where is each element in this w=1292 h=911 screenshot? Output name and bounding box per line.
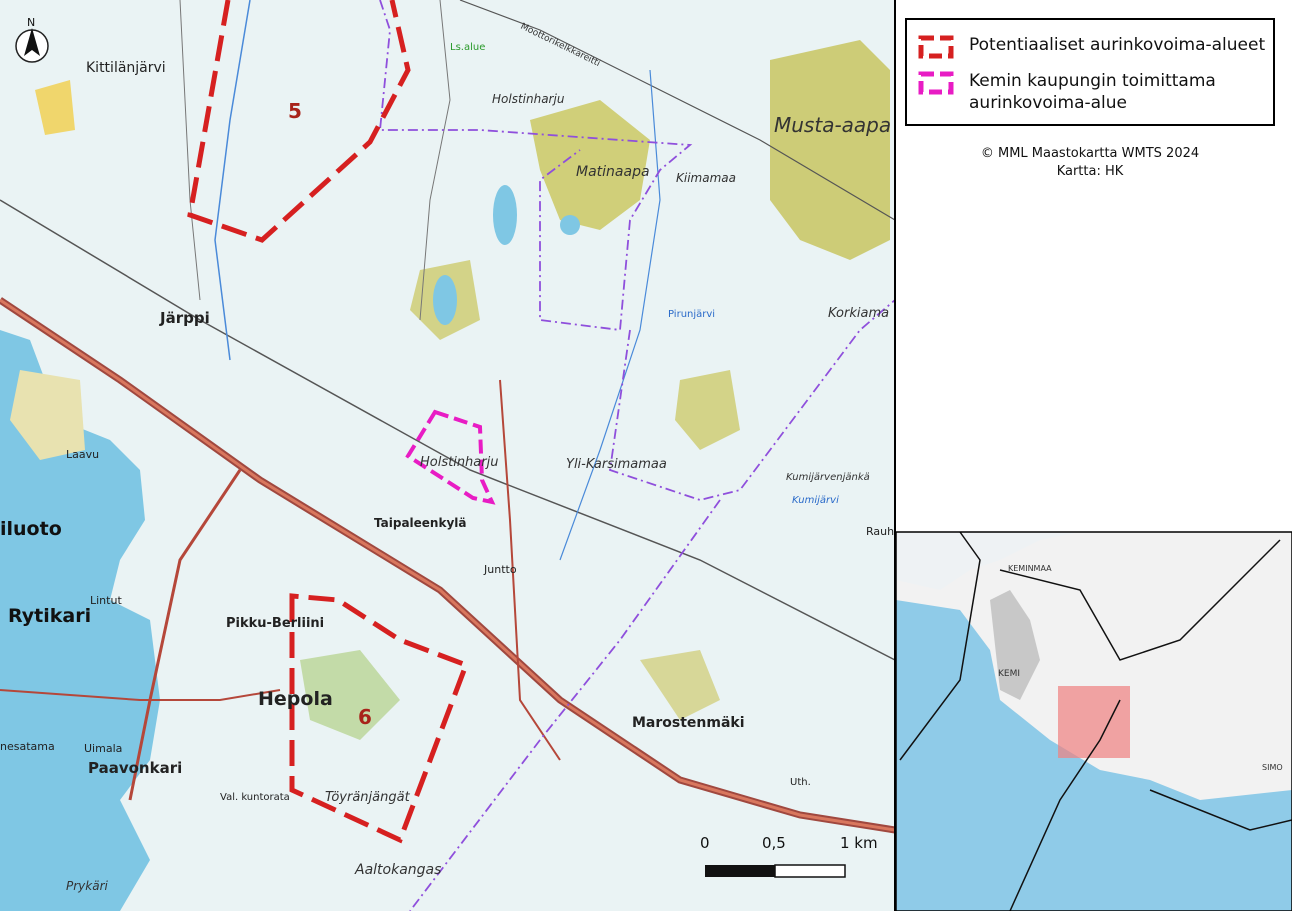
place-label: Matinaapa [576, 164, 650, 180]
credit-line: Kartta: HK [1056, 164, 1124, 179]
place-label: Rauh [866, 525, 894, 538]
field-patch [10, 370, 85, 460]
inset-boundary [1149, 789, 1292, 831]
stream [559, 69, 661, 561]
north-arrow-icon: N [15, 16, 49, 63]
inset-extent-highlight [1058, 686, 1130, 758]
boundary-line [609, 299, 896, 501]
inset-urban [990, 590, 1040, 700]
place-label: Töyränjängät [325, 790, 411, 805]
lake [560, 215, 580, 235]
track [179, 0, 201, 301]
place-label: Taipaleenkylä [374, 516, 466, 530]
scale-tick-label: 0,5 [762, 834, 786, 852]
place-label: Ls.alue [450, 42, 485, 53]
kemi-solar-area-outline [405, 409, 496, 505]
scale-tick-label: 0 [700, 834, 710, 852]
stream [214, 0, 251, 361]
inset-boundary [1009, 699, 1121, 911]
place-label: Kumijärvi [792, 495, 839, 506]
legend-label-line: aurinkovoima-alue [969, 93, 1127, 113]
map-credits: © MML Maastokartta WMTS 2024 Kartta: HK [905, 145, 1275, 181]
area-6-label: 6 [358, 705, 372, 729]
place-label: Järppi [159, 309, 210, 327]
lake [433, 275, 457, 325]
inset-label: KEMINMAA [1008, 564, 1052, 573]
forest-patch [300, 650, 400, 740]
marsh-patch [675, 370, 740, 450]
marsh-patch [770, 40, 890, 260]
marsh-patch [640, 650, 720, 720]
place-label: Kiimamaa [676, 171, 736, 185]
lake [493, 185, 517, 245]
inset-land-north [896, 532, 1080, 590]
inset-boundary [899, 531, 981, 761]
scale-bar-white-segment [774, 864, 846, 878]
road [128, 469, 242, 801]
motorway-center [0, 298, 896, 832]
place-label: Paavonkari [88, 759, 182, 777]
place-label: Lintut [90, 594, 122, 607]
place-label: Uth. [790, 777, 811, 788]
road [0, 689, 281, 701]
inset-sea [896, 600, 1292, 911]
solar-area-6-outline [289, 593, 470, 844]
railway [0, 199, 896, 661]
place-label: Korkiama [828, 306, 889, 321]
place-label: Holstinharju [492, 92, 565, 106]
place-label: Laavu [66, 448, 99, 461]
inset-frame [895, 531, 1292, 911]
place-label: Pikku-Berliini [226, 616, 324, 631]
marsh-patch [530, 100, 650, 230]
place-label: Yli-Karsimamaa [566, 457, 667, 472]
place-label: Kumijärvenjänkä [786, 472, 870, 483]
place-label: nesatama [0, 740, 55, 753]
holstinharju-area-label: Holstinharju [420, 455, 498, 470]
place-label: Juntto [483, 563, 517, 576]
legend-label-line: Kemin kaupungin toimittama [969, 71, 1216, 91]
boundary-line [409, 499, 721, 911]
area-5-label: 5 [288, 99, 302, 123]
credit-line: © MML Maastokartta WMTS 2024 [980, 146, 1200, 161]
place-label: Pirunjärvi [668, 309, 715, 320]
boundary-line [379, 0, 693, 332]
red-dashed-outline-icon [918, 35, 954, 59]
sea-area [0, 330, 160, 911]
legend-label: Kemin kaupungin toimittama aurinkovoima-… [969, 70, 1216, 114]
place-label: Rytikari [8, 605, 91, 627]
magenta-dashed-outline-icon [918, 71, 954, 95]
legend-item-kemi-area: Kemin kaupungin toimittama aurinkovoima-… [917, 70, 1216, 114]
place-label: Hepola [258, 688, 333, 710]
place-label: Uimala [84, 742, 122, 755]
scale-bar: 0 0,5 1 km [700, 834, 878, 878]
place-label: iluoto [0, 518, 62, 540]
inset-label: KEMI [998, 669, 1020, 679]
north-arrow-label: N [27, 16, 35, 29]
solar-area-5-outline [187, 0, 411, 243]
field-patch [35, 80, 75, 135]
road [499, 379, 561, 761]
overview-inset-map: KEMINMAA KEMI SIMO [895, 531, 1292, 911]
place-label: Aaltokangas [354, 862, 441, 878]
inset-label: SIMO [1262, 763, 1283, 772]
legend-item-potential-areas: Potentiaaliset aurinkovoima-alueet [917, 34, 1265, 60]
place-label: Marostenmäki [632, 715, 745, 731]
scale-bar-black-segment [705, 865, 775, 877]
place-label: Musta-aapa [774, 113, 891, 137]
place-label: Prykäri [66, 879, 109, 893]
inset-boundary [999, 539, 1281, 661]
scale-tick-label: 1 km [840, 834, 878, 852]
track [419, 0, 451, 321]
legend: Potentiaaliset aurinkovoima-alueet Kemin… [905, 18, 1275, 126]
place-label: Kittilänjärvi [86, 60, 166, 76]
legend-label: Potentiaaliset aurinkovoima-alueet [969, 35, 1266, 55]
place-label: Val. kuntorata [220, 792, 290, 803]
power-line [459, 0, 896, 221]
